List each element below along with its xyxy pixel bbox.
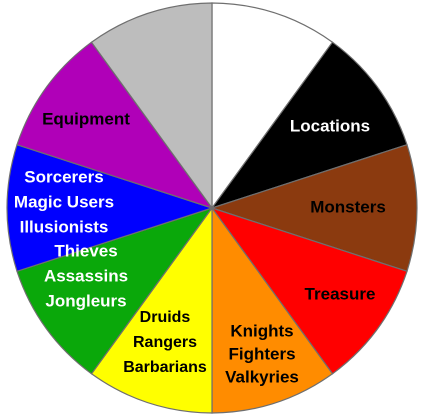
petal-shape-paladins — [211, 2, 334, 210]
petal-label-monsters: Monsters — [310, 197, 386, 216]
petal-label-thieves: Jongleurs — [45, 291, 126, 310]
petal-label-sorcerers: Illusionists — [20, 217, 109, 236]
petal-treasure: Treasure — [211, 206, 376, 414]
petal-label-thieves: Assassins — [44, 266, 128, 285]
petal-shape-knights — [90, 206, 213, 414]
petal-label-druids: Druids — [140, 309, 191, 326]
petal-equipment: Equipment — [42, 2, 213, 210]
petal-label-necromancers: Necromancers — [221, 30, 318, 46]
petal-label-druids: Rangers — [133, 334, 197, 351]
petal-label-sorcerers: Sorcerers — [24, 167, 103, 186]
petal-label-sorcerers: Magic Users — [14, 192, 114, 211]
petal-shape-thieves — [6, 143, 214, 273]
petal-shape-sorcerers — [16, 41, 214, 210]
petal-label-treasure: Treasure — [305, 284, 376, 303]
petal-label-necromancers: Xsionicists — [233, 55, 307, 71]
petal-label-knights: Fighters — [228, 344, 295, 363]
petal-shape-treasure — [211, 206, 334, 414]
petal-shape-equipment — [90, 2, 213, 210]
petal-label-thieves: Thieves — [54, 241, 117, 260]
petal-monsters: Monsters — [210, 197, 408, 375]
petal-locations: Locations — [210, 116, 418, 273]
petal-shape-necromancers — [210, 41, 408, 210]
petal-label-necromancers: Witches — [243, 80, 297, 96]
petal-label-locations: Locations — [290, 116, 370, 135]
petal-label-knights: Valkyries — [225, 367, 299, 386]
petal-shape-locations — [210, 143, 418, 273]
petal-shape-druids — [16, 206, 214, 375]
petal-label-knights: Knights — [230, 321, 293, 340]
petal-label-druids: Barbarians — [123, 359, 207, 376]
petal-shape-monsters — [210, 206, 408, 375]
petal-label-equipment: Equipment — [42, 109, 130, 128]
